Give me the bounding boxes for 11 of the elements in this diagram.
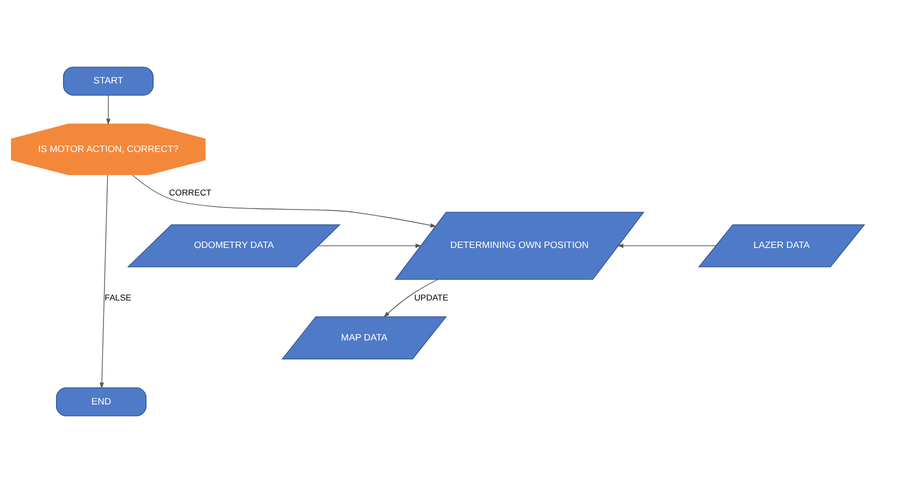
- arrow: [100, 174, 108, 388]
- arrow: [617, 243, 716, 248]
- edge-label: UPDATE: [414, 292, 448, 302]
- arrow: [383, 278, 438, 317]
- edge-label: FALSE: [104, 292, 132, 302]
- arrow: [318, 243, 422, 248]
- edge-label: CORRECT: [169, 187, 212, 198]
- node-box: END: [56, 386, 147, 416]
- arrow: [132, 174, 437, 227]
- arrow: [106, 94, 110, 125]
- node-box: START: [63, 66, 154, 96]
